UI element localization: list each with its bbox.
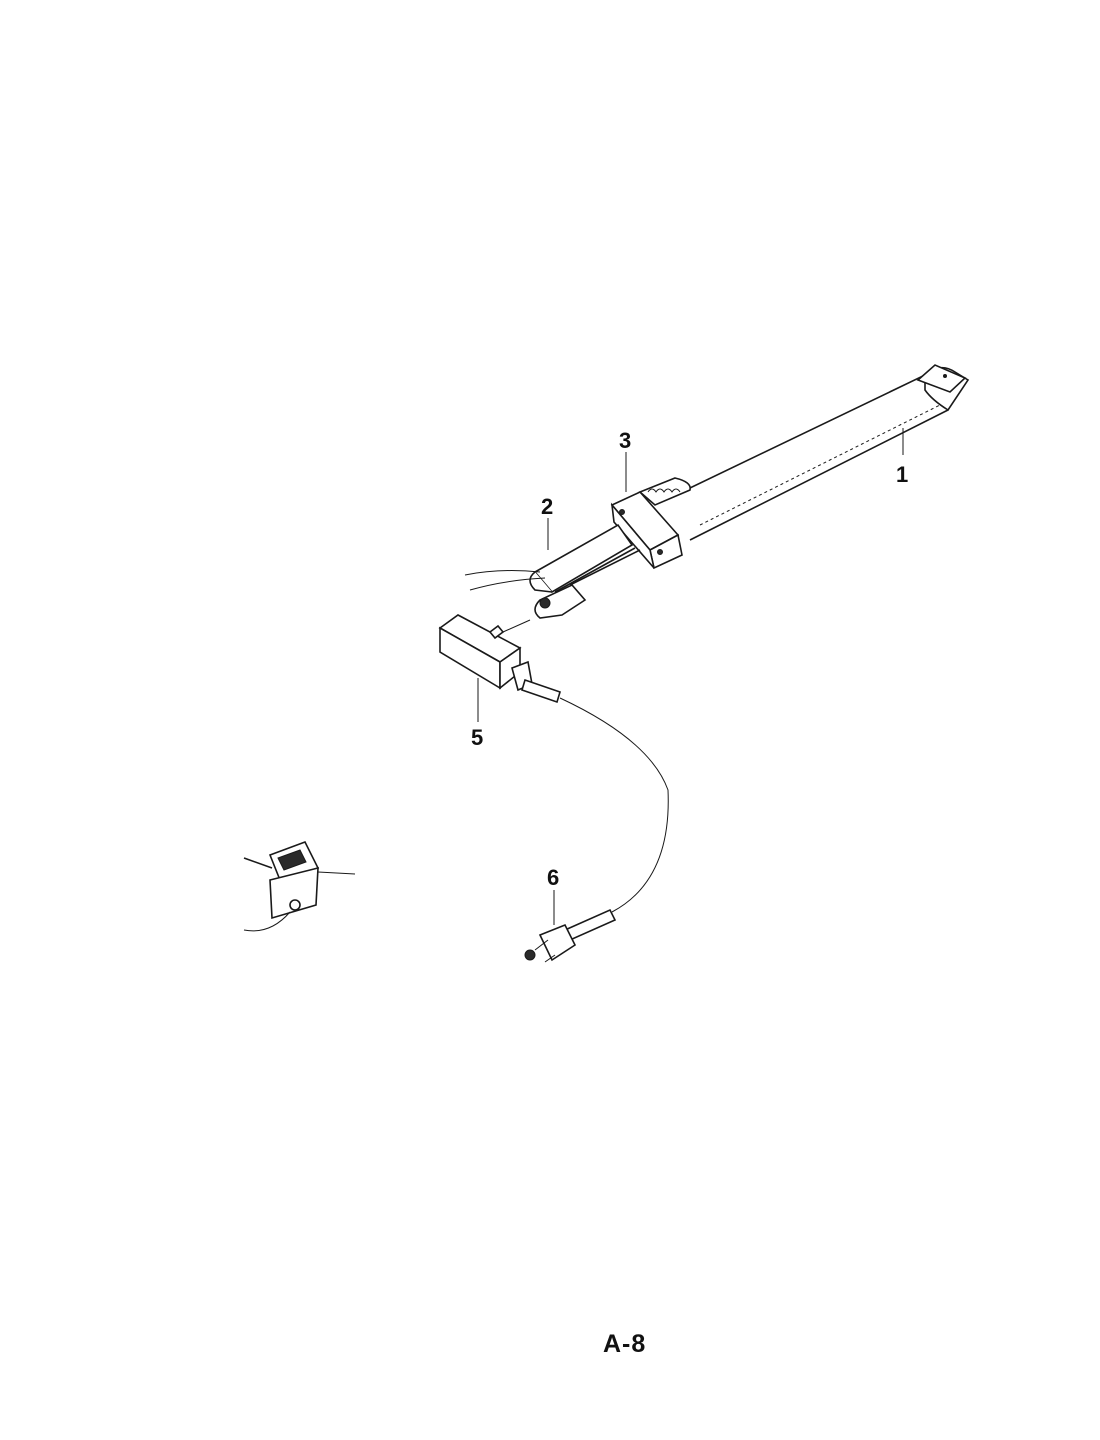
burner-tube: [664, 364, 970, 541]
inset-thermostat: [243, 841, 356, 932]
gas-valve: [438, 614, 561, 704]
page-label: A-8: [603, 1330, 647, 1358]
callout-3: 3: [619, 428, 631, 453]
callout-2: 2: [541, 494, 553, 519]
gas-line: [559, 697, 669, 913]
electrode-holder: [464, 523, 641, 619]
callout-1: 1: [896, 462, 908, 487]
callout-5: 5: [471, 725, 483, 750]
fitting: [524, 908, 617, 963]
callout-6: 6: [547, 865, 559, 890]
bracket-clamp: [610, 477, 691, 570]
